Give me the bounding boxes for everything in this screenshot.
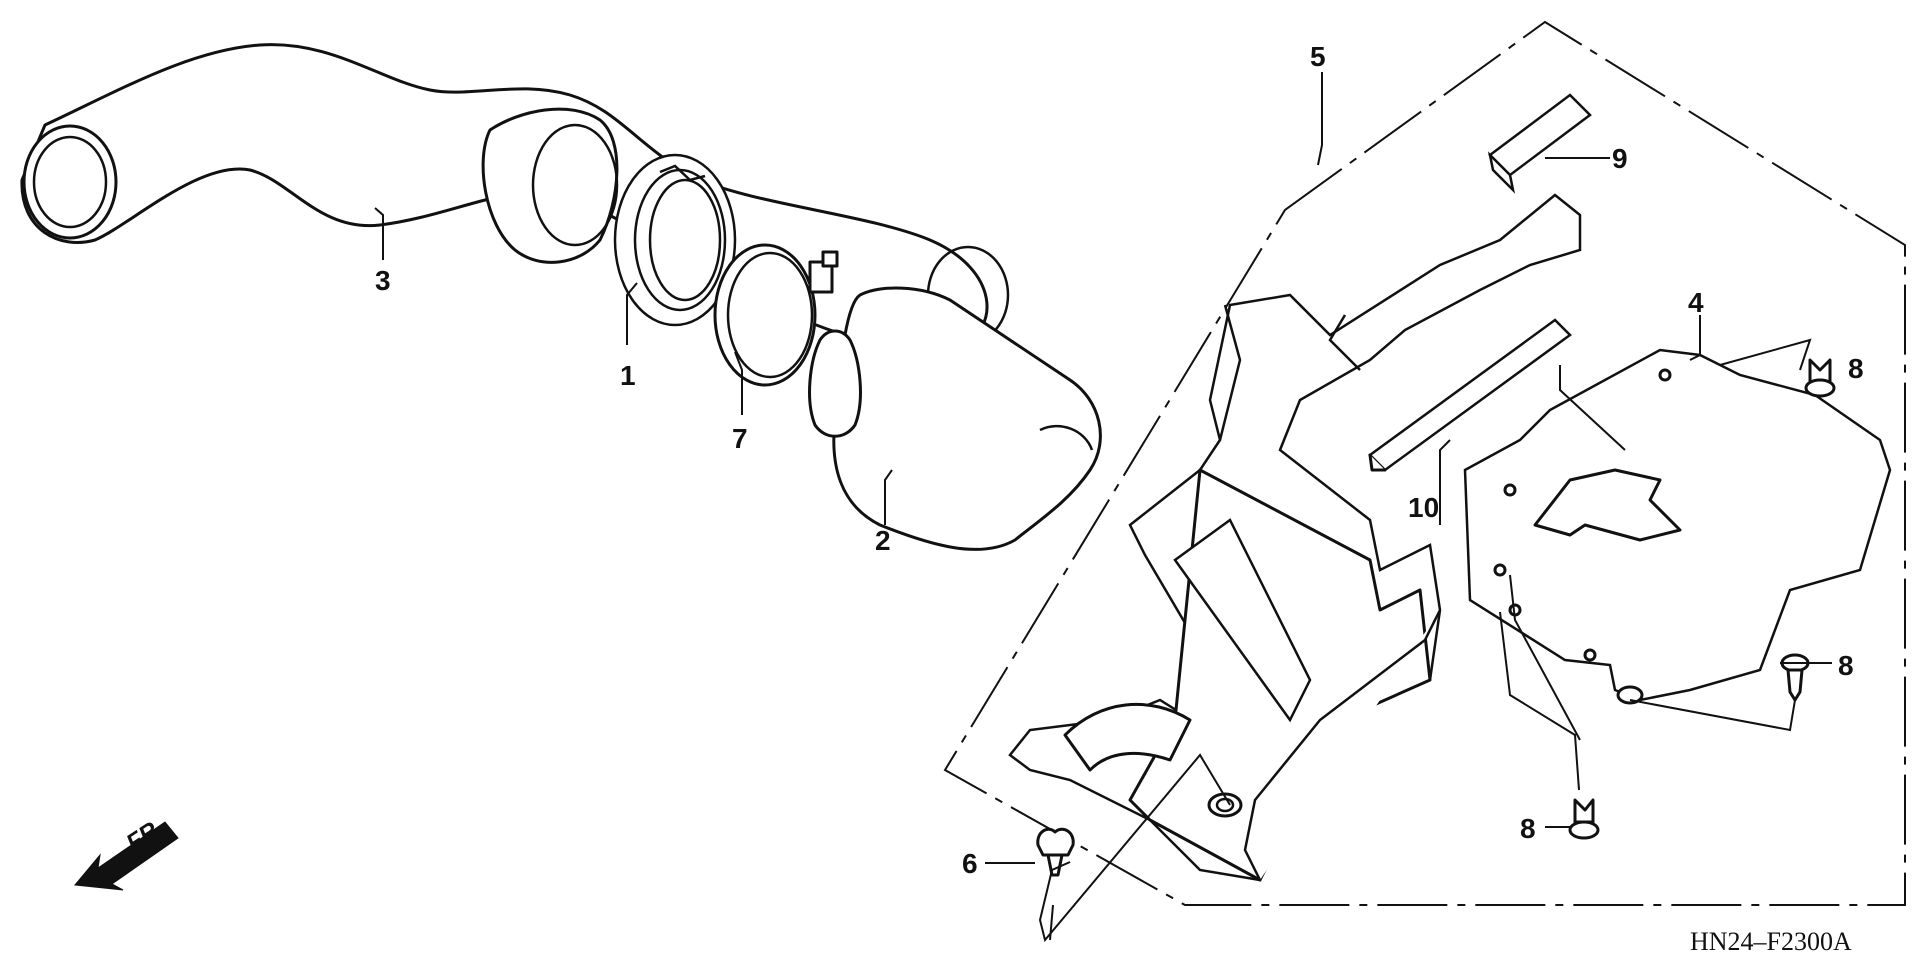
callout-5: 5: [1310, 41, 1326, 72]
callout-8-bottom: 8: [1520, 813, 1536, 844]
strip-part-10: [1368, 318, 1572, 472]
band-part-1: [613, 153, 737, 327]
clamp-part-7: [713, 243, 839, 387]
callout-8-right: 8: [1838, 650, 1854, 681]
assembly-boundary-5: [943, 20, 1906, 906]
callout-7: 7: [732, 423, 748, 454]
callout-2: 2: [875, 525, 891, 556]
leader-lines: [374, 72, 1832, 943]
screw-upper-right-8: [1804, 358, 1836, 398]
foam-block-part-9: [1487, 93, 1592, 194]
shroud-part-5: [1008, 193, 1582, 882]
screw-right-8: [1780, 653, 1810, 702]
callout-10: 10: [1408, 492, 1439, 523]
callout-4: 4: [1688, 287, 1704, 318]
front-direction-arrow-icon: FR.: [74, 813, 179, 891]
screw-bottom-8: [1568, 798, 1600, 840]
callout-8-upper: 8: [1848, 353, 1864, 384]
plate-part-4: [1463, 348, 1892, 705]
callout-9: 9: [1612, 143, 1628, 174]
air-cleaner-part-2: [808, 286, 1102, 551]
callout-1: 1: [620, 360, 636, 391]
callout-6: 6: [962, 848, 978, 879]
clip-part-6: [1036, 827, 1075, 877]
callout-3: 3: [375, 265, 391, 296]
drawing-code: HN24–F2300A: [1690, 927, 1852, 956]
